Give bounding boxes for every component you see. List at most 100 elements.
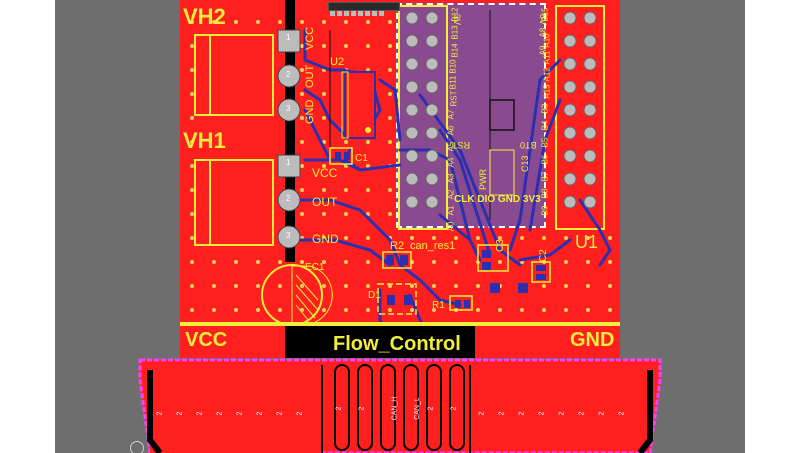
via xyxy=(454,260,458,264)
mcu-pin-label: A4 xyxy=(446,157,456,168)
via xyxy=(366,236,370,240)
via xyxy=(388,116,392,120)
via xyxy=(256,308,260,312)
select-tool-icon[interactable] xyxy=(330,11,335,16)
mcu-top-pin-label: B15 xyxy=(540,7,550,22)
via xyxy=(366,44,370,48)
route-tool-icon[interactable] xyxy=(344,11,349,16)
via xyxy=(366,260,370,264)
mcu-pin-label: A7 xyxy=(446,109,456,120)
module-bt0-label: BT0 xyxy=(520,140,537,150)
module-pin xyxy=(425,34,439,48)
via xyxy=(366,68,370,72)
via xyxy=(388,308,392,312)
via xyxy=(608,284,612,288)
edge-pad-label: 2 xyxy=(450,406,458,411)
edge-pad-label: 2 xyxy=(296,411,304,416)
header-pin xyxy=(563,103,577,117)
via xyxy=(410,236,414,240)
text-tool-icon[interactable] xyxy=(358,11,363,16)
via xyxy=(476,236,480,240)
via xyxy=(520,260,524,264)
vh2-pin-vcc: VCC xyxy=(304,26,316,50)
via xyxy=(256,20,260,24)
via xyxy=(344,308,348,312)
via xyxy=(300,20,304,24)
via xyxy=(300,116,304,120)
via xyxy=(234,20,238,24)
via xyxy=(190,68,194,72)
header-pin xyxy=(563,80,577,94)
mcu-pin-label: A0 xyxy=(446,221,456,232)
via xyxy=(190,20,194,24)
bottom-red-band-right xyxy=(475,326,620,358)
edge-pad-label: CAN_H xyxy=(391,396,399,421)
module-pwr-label: PWR xyxy=(478,169,488,190)
edge-pad-label: 2 xyxy=(358,406,366,411)
via xyxy=(454,284,458,288)
floating-toolbar[interactable] xyxy=(328,2,400,16)
via xyxy=(586,236,590,240)
keepout-strip xyxy=(285,0,295,262)
via xyxy=(190,44,194,48)
via xyxy=(542,308,546,312)
header-pin xyxy=(563,126,577,140)
mcu-pin-label: B11 xyxy=(448,75,458,90)
via xyxy=(366,188,370,192)
mcu-pin-label: A6 xyxy=(446,125,456,136)
edge-pad-label: 2 xyxy=(538,411,546,416)
bottom-vcc-label: VCC xyxy=(185,329,228,351)
c1-ref: C1 xyxy=(355,153,368,164)
via xyxy=(190,188,194,192)
header-pin xyxy=(583,149,597,163)
via xyxy=(388,212,392,216)
can-res-ref: can_res1 xyxy=(410,240,456,252)
via xyxy=(322,20,326,24)
header-pin xyxy=(583,126,597,140)
vh2-pin-out: OUT xyxy=(304,64,316,88)
measure-tool-icon[interactable] xyxy=(365,11,370,16)
module-pin xyxy=(425,11,439,25)
edge-pad-label: 2 xyxy=(498,411,506,416)
ec1-ref: EC1 xyxy=(305,262,325,273)
edge-pad-label: 2 xyxy=(276,411,284,416)
bottom-black-band xyxy=(285,326,475,358)
via xyxy=(278,20,282,24)
via xyxy=(344,284,348,288)
mcu-top-pin-label: B14 xyxy=(450,43,460,58)
mcu-right-pin-label: B6 xyxy=(540,154,550,165)
edge-pad-label: 2 xyxy=(196,411,204,416)
header-pin xyxy=(583,57,597,71)
zoom-tool-icon[interactable] xyxy=(372,11,377,16)
via xyxy=(388,92,392,96)
via xyxy=(234,284,238,288)
via xyxy=(388,284,392,288)
via xyxy=(212,20,216,24)
via xyxy=(300,284,304,288)
via xyxy=(190,164,194,168)
via xyxy=(190,212,194,216)
edge-pad-label: 2 xyxy=(176,411,184,416)
via xyxy=(190,260,194,264)
via xyxy=(366,140,370,144)
mcu-right-pin-label: B3 xyxy=(540,103,550,114)
move-tool-icon[interactable] xyxy=(337,11,342,16)
edge-pad-label: CAN_L xyxy=(413,397,421,420)
vh2-pad-2: 2 xyxy=(286,70,291,79)
via xyxy=(366,284,370,288)
edge-pad-label: 2 xyxy=(618,411,626,416)
more-tool-icon[interactable] xyxy=(379,11,384,16)
mcu-right-pin-label: B8 xyxy=(540,188,550,199)
via-tool-icon[interactable] xyxy=(351,11,356,16)
via xyxy=(586,260,590,264)
via xyxy=(388,140,392,144)
via xyxy=(322,116,326,120)
module-pin xyxy=(405,103,419,117)
module-pin xyxy=(405,149,419,163)
via xyxy=(322,260,326,264)
via xyxy=(322,188,326,192)
via xyxy=(212,260,216,264)
via xyxy=(300,164,304,168)
